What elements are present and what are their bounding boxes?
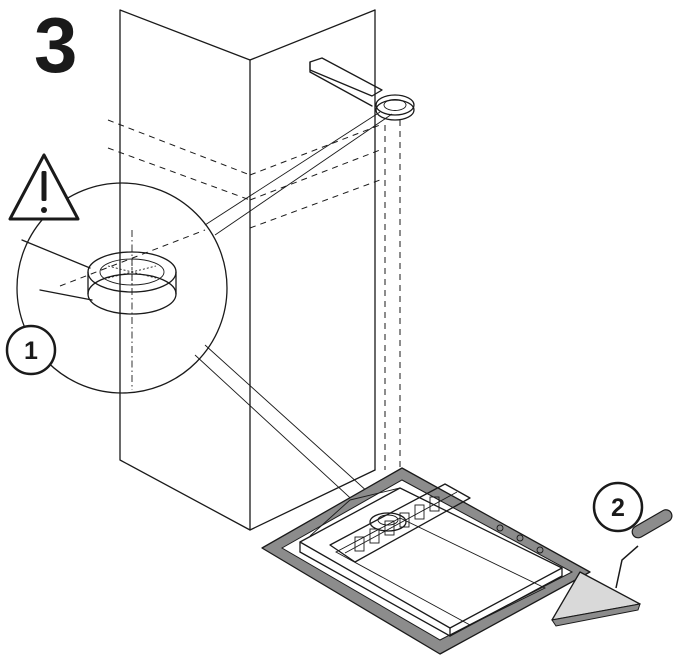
mounting-base-frame [261, 467, 591, 655]
masonry-column [107, 9, 401, 531]
trowel-icon [551, 509, 673, 627]
callout-1: 1 [5, 324, 57, 376]
callout-1-label: 1 [24, 337, 38, 365]
ring-socket [204, 57, 415, 236]
warning-triangle-icon [8, 153, 80, 221]
step-number: 3 [34, 1, 77, 89]
detail-magnifier [16, 182, 228, 394]
callout-2: 2 [592, 481, 644, 533]
callout-2-label: 2 [611, 494, 625, 522]
